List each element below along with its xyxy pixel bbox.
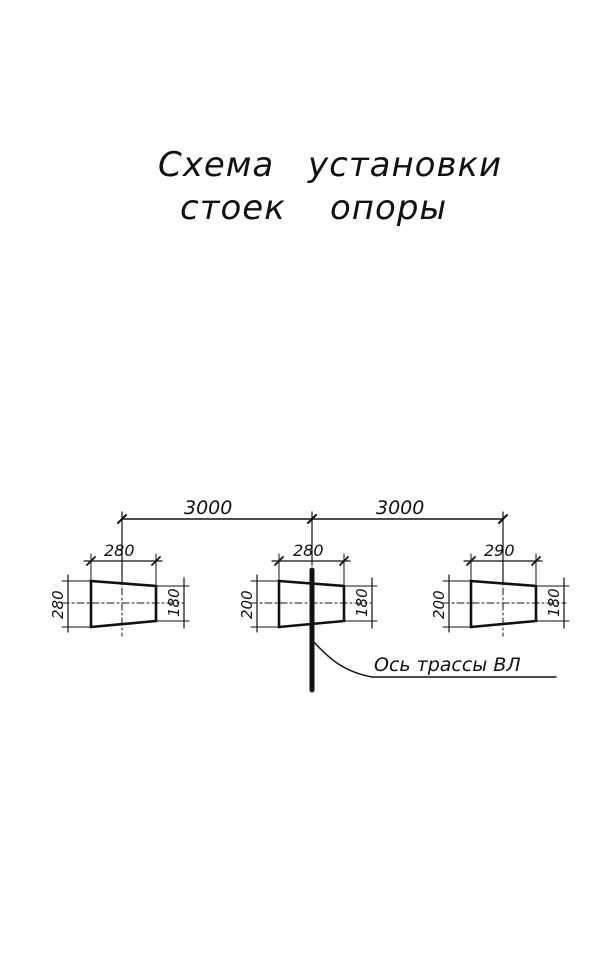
post-right: 290 200 180 <box>430 541 570 637</box>
post-left-left-dim: 280 <box>49 590 67 619</box>
post-left-top-dim: 280 <box>104 541 135 560</box>
route-axis-label: Ось трассы ВЛ <box>374 654 521 676</box>
post-right-left-dim: 200 <box>430 590 448 619</box>
span-left-label: 3000 <box>184 497 232 519</box>
post-center-right-dim: 180 <box>353 588 371 617</box>
post-right-top-dim: 290 <box>484 541 515 560</box>
title-word-installation: установки <box>308 145 503 185</box>
post-left: 280 280 180 <box>49 541 190 637</box>
title-word-schema: Схема <box>158 145 275 185</box>
post-center: 280 200 180 <box>238 541 378 633</box>
post-center-top-dim: 280 <box>293 541 324 560</box>
span-right-label: 3000 <box>376 497 424 519</box>
route-axis: Ось трассы ВЛ <box>309 567 557 693</box>
title-word-posts: стоек <box>180 188 286 228</box>
title-word-support: опоры <box>330 188 448 228</box>
post-right-right-dim: 180 <box>545 588 563 617</box>
span-dimension: 3000 3000 <box>117 497 508 583</box>
post-left-right-dim: 180 <box>165 588 183 617</box>
post-center-left-dim: 200 <box>238 590 256 619</box>
